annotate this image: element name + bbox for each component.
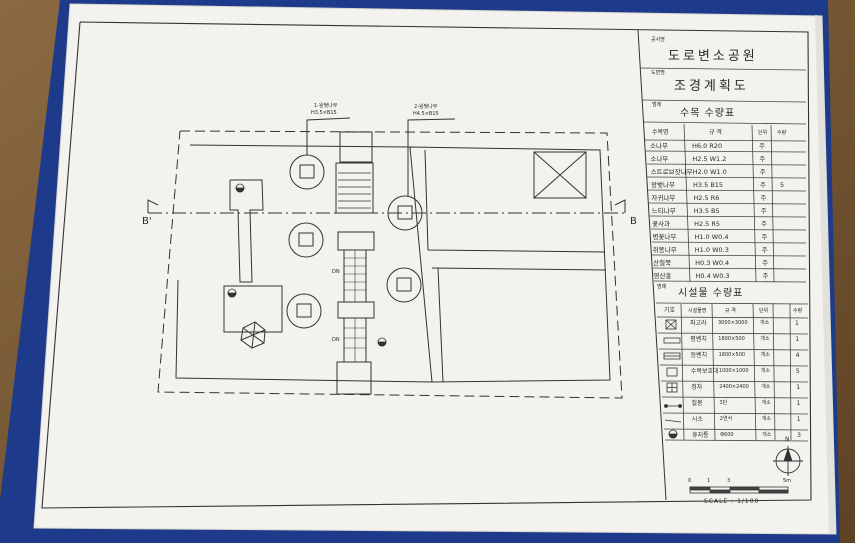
facility-cell: 개소 <box>760 320 770 326</box>
tree-cell: 꽃사과 <box>652 220 671 228</box>
section-label-b-prime: B' <box>142 216 152 227</box>
tree-cell: H2.5 W1.2 <box>692 155 727 163</box>
tree-header-name: 수목명 <box>652 129 669 136</box>
facility-cell: 파고라 <box>690 320 707 327</box>
tree-cell: H6.0 R20 <box>692 142 723 150</box>
facility-cell: 3000×3000 <box>718 320 748 326</box>
tree-cell: H3.5 B5 <box>693 207 720 215</box>
facility-cell: 등벤치 <box>690 352 708 359</box>
facility-cell: 개소 <box>761 400 771 406</box>
scale-tick-0: 0 <box>688 478 692 484</box>
drawing-name: 조경계획도 <box>674 79 749 94</box>
facility-cell: 시소 <box>691 416 703 423</box>
tree-cell: 주 <box>760 194 767 202</box>
tree-cell: H1.0 W0.4 <box>694 233 729 241</box>
facility-cell: 3단 <box>719 400 728 406</box>
facility-cell: 1 <box>796 384 801 391</box>
facility-cell: 평벤치 <box>690 336 707 343</box>
north-label: N <box>785 436 790 443</box>
tree-cell: 자귀나무 <box>651 194 676 202</box>
tree-cell: H2.0 W1.0 <box>692 168 727 176</box>
facility-cell: 철봉 <box>691 400 703 407</box>
tree-cell: 주 <box>762 272 769 280</box>
tree-cell: 병꽃나무 <box>652 233 677 241</box>
facility-cell: 1 <box>795 320 799 327</box>
facility-section-label: 범례 <box>657 284 667 290</box>
tree-cell: 주 <box>761 220 768 228</box>
tree-cell: 느티나무 <box>651 207 676 215</box>
tree-header-unit: 단위 <box>758 130 768 136</box>
project-name: 도로변소공원 <box>668 49 758 64</box>
tree-cell: 스트로브잣나무 <box>650 168 693 176</box>
facility-header-symbol: 기호 <box>664 307 676 314</box>
facility-cell: 2연식 <box>719 416 733 422</box>
tree-cell: 산철쭉 <box>653 259 672 267</box>
project-label: 공사명 <box>651 37 665 43</box>
tree-cell: 주 <box>759 168 766 176</box>
tree-cell: 왕벚나무 <box>651 181 675 189</box>
facility-header-name: 시설물명 <box>688 308 707 314</box>
tree-cell: 주 <box>760 181 767 189</box>
tree-cell: 5 <box>780 181 785 189</box>
facility-cell: 개소 <box>760 336 770 342</box>
leader-1-top: 1-왕벚나무 <box>314 103 338 109</box>
scale-tick-5: 5m <box>783 478 792 484</box>
tree-cell: 주 <box>761 246 768 254</box>
facility-cell: 3 <box>797 432 801 439</box>
facility-cell: Φ600 <box>720 432 734 438</box>
facility-cell: 개소 <box>760 368 771 374</box>
facility-cell: 수목보호대 <box>690 368 719 375</box>
leader-2-bottom: H4.5×B15 <box>413 111 439 117</box>
facility-header-unit: 단위 <box>759 308 769 314</box>
drawing-label: 도면명 <box>651 70 665 76</box>
facility-cell: 1 <box>796 400 801 407</box>
tree-cell: 주 <box>762 259 769 267</box>
facility-cell: 개소 <box>761 416 771 422</box>
facility-cell: 4 <box>795 352 800 359</box>
tree-cell: H3.5 B15 <box>693 181 724 189</box>
tree-cell: H2.5 R6 <box>693 194 720 202</box>
tree-header-qty: 수량 <box>777 130 787 136</box>
tree-cell: 소나무 <box>650 155 669 163</box>
tree-cell: 소나무 <box>650 142 668 150</box>
scale-tick-1: 1 <box>707 478 711 484</box>
tree-cell: H0.3 W0.4 <box>695 259 730 267</box>
tree-cell: H2.5 R5 <box>694 220 721 228</box>
tree-cell: 영산홍 <box>653 272 672 280</box>
facility-cell: 정자 <box>691 384 703 391</box>
tree-table-title: 수목 수량표 <box>680 108 736 119</box>
facility-cell: 5 <box>795 368 800 375</box>
facility-table-title: 시설물 수량표 <box>678 288 744 299</box>
tree-header-spec: 규 격 <box>709 129 722 136</box>
tree-section-label: 범례 <box>652 102 662 108</box>
section-label-b: B <box>630 216 637 227</box>
facility-cell: 1 <box>796 416 801 423</box>
tree-cell: H0.4 W0.3 <box>695 272 730 280</box>
facility-cell: 개소 <box>761 384 771 390</box>
stair-dn-label-1: DN <box>332 269 340 275</box>
facility-header-qty: 수량 <box>793 308 803 314</box>
facility-cell: 2400×2400 <box>719 384 749 390</box>
facility-cell: 개소 <box>762 432 772 438</box>
leader-1-bottom: H3.5×B15 <box>311 110 337 116</box>
facility-cell: 1000×1000 <box>718 368 749 374</box>
facility-header-spec: 규 격 <box>725 308 736 314</box>
tree-cell: 주 <box>759 142 765 150</box>
scale-text: SCALE : 1/100 <box>704 498 760 505</box>
facility-cell: 1800×500 <box>718 352 746 358</box>
leader-2-top: 2-왕벚나무 <box>414 104 438 110</box>
tree-cell: 주 <box>759 155 766 163</box>
tree-cell: 주 <box>761 233 768 241</box>
facility-cell: 휴지통 <box>692 432 709 439</box>
scale-tick-3: 3 <box>727 478 731 484</box>
stair-dn-label-2: DN <box>332 337 340 343</box>
facility-cell: 1 <box>795 336 800 343</box>
facility-cell: 1800×500 <box>718 336 745 342</box>
tree-cell: 주 <box>760 207 767 215</box>
tree-cell: H1.0 W0.3 <box>694 246 729 254</box>
facility-cell: 개소 <box>760 352 770 358</box>
tree-cell: 쥐똥나무 <box>652 246 677 254</box>
